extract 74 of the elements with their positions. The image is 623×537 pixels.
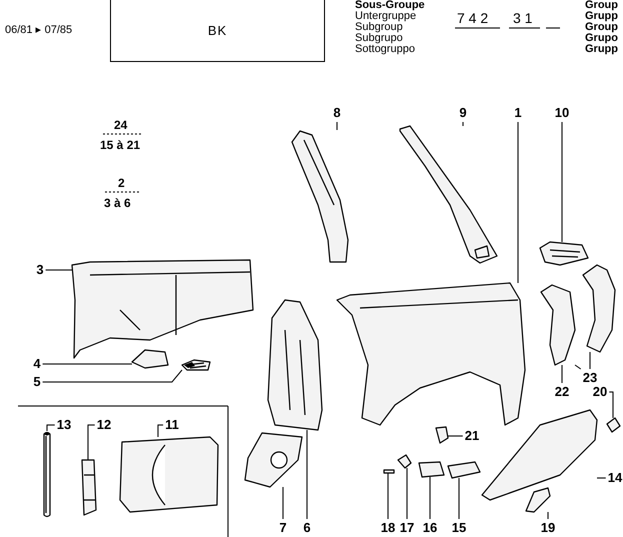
clip-drawing — [182, 360, 210, 370]
group-heading: Group — [585, 22, 618, 33]
callout-number: 11 — [165, 418, 179, 432]
callout-number: 5 — [33, 375, 41, 389]
clip-drawing — [398, 455, 411, 468]
leader-line — [158, 424, 164, 438]
sleeve-drawing — [419, 462, 444, 477]
cover-panel-drawing — [120, 437, 218, 512]
subgroup-heading: Sottogruppo — [355, 44, 415, 55]
callout-number: 15 — [452, 521, 466, 535]
vent-grille-drawing — [540, 242, 588, 265]
group-number: 7 4 2 — [457, 10, 488, 26]
reference-number: 24 — [114, 118, 128, 132]
callout-number: 18 — [380, 521, 396, 535]
leader-line — [406, 468, 408, 520]
reference-number: 2 — [118, 176, 125, 190]
callout-number: 14 — [608, 471, 622, 485]
rear-wing-panel-drawing — [335, 283, 526, 426]
leader-line — [336, 122, 338, 130]
reference-range: 15 à 21 — [100, 138, 140, 152]
callout-number: 13 — [56, 418, 72, 432]
leader-line — [574, 364, 582, 370]
leader-line — [608, 392, 614, 418]
plate-drawing — [245, 433, 302, 487]
callout-number: 10 — [554, 106, 570, 120]
date-range: 06/81 ▸ 07/85 — [5, 25, 72, 36]
callout-number: 20 — [592, 385, 608, 399]
leader-line — [42, 370, 182, 382]
leader-line — [282, 486, 284, 520]
callout-number: 23 — [582, 371, 598, 385]
callout-number: 3 — [36, 263, 44, 277]
trim-panel-drawing — [482, 410, 597, 500]
leader-line — [306, 430, 308, 520]
group-heading: Group — [585, 0, 618, 11]
sleeve-drawing — [448, 462, 480, 478]
rod-drawing — [43, 431, 51, 518]
pillar-trim-drawing — [398, 126, 498, 264]
plug-drawing — [607, 418, 620, 432]
callout-number: 9 — [459, 106, 467, 120]
trim-piece-drawing — [541, 285, 575, 365]
callout-number: 1 — [514, 106, 522, 120]
reference-range: 3 à 6 — [104, 196, 131, 210]
callout-number: 17 — [400, 521, 414, 535]
subgroup-heading: Subgroup — [355, 22, 403, 33]
bracket-drawing — [132, 350, 168, 368]
callout-number: 19 — [540, 521, 556, 535]
callout-number: 6 — [303, 521, 311, 535]
callout-number: 12 — [96, 418, 112, 432]
title-box: BK — [110, 0, 325, 62]
callout-number: 16 — [422, 521, 438, 535]
strip-drawing — [82, 460, 96, 515]
leader-line — [462, 122, 464, 126]
subgroup-heading: Sous-Groupe — [355, 0, 425, 11]
callout-number: 7 — [279, 521, 287, 535]
callout-number: 8 — [333, 106, 341, 120]
group-number: 3 1 — [513, 10, 532, 26]
leader-line — [46, 424, 56, 432]
trunk-side-panel-drawing — [72, 260, 254, 359]
leader-line — [88, 424, 96, 460]
callout-number: 4 — [33, 357, 41, 371]
inner-panel-drawing — [268, 300, 322, 430]
fastener-drawing — [436, 427, 448, 443]
subgroup-heading: Untergruppe — [355, 11, 416, 22]
group-heading: Grupp — [585, 44, 618, 55]
group-heading: Grupp — [585, 11, 618, 22]
callout-number: 22 — [554, 385, 570, 399]
bracket-drawing — [526, 488, 550, 512]
group-heading: Grupo — [585, 33, 618, 44]
subgroup-heading: Subgrupo — [355, 33, 403, 44]
trim-piece-drawing — [583, 265, 615, 352]
leader-line — [458, 478, 460, 520]
pillar-trim-drawing — [290, 130, 350, 264]
callout-number: 21 — [464, 429, 480, 443]
pin-drawing — [384, 470, 394, 473]
